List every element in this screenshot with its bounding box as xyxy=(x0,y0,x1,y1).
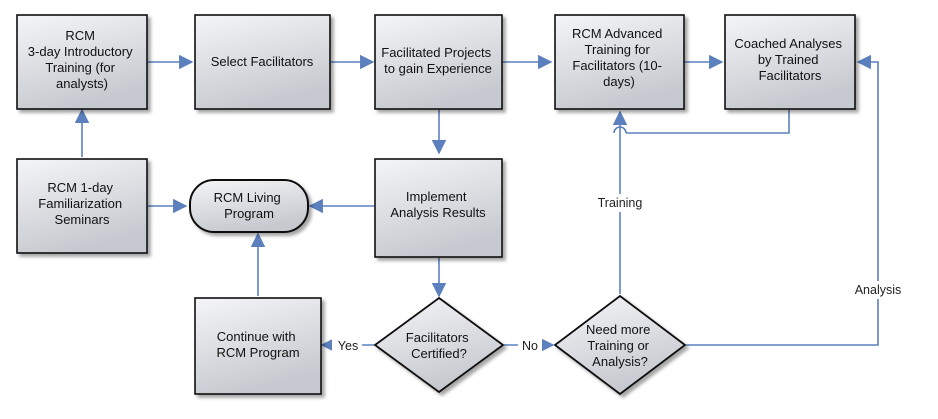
node-line: Facilitators xyxy=(759,68,822,83)
node-text: Facilitated Projects to gain Experience xyxy=(381,45,494,76)
node-continue-program: Continue with RCM Program xyxy=(194,297,322,395)
node-line: RCM Program xyxy=(216,345,299,360)
decision-facilitators-certified: Facilitators Certified? xyxy=(373,296,505,394)
node-line: Training or xyxy=(587,338,649,353)
node-line: RCM 1-day xyxy=(47,180,113,195)
node-line: Seminars xyxy=(55,212,110,227)
edge-label-yes: Yes xyxy=(338,339,358,353)
node-line: Analysis Results xyxy=(390,205,486,220)
node-line: Continue with xyxy=(217,329,296,344)
node-advanced-training: RCM Advanced Training for Facilitators (… xyxy=(554,14,685,110)
node-line: Coached Analyses xyxy=(734,36,842,51)
node-line: days) xyxy=(603,74,635,89)
node-line: Select Facilitators xyxy=(211,54,314,69)
node-text: RCM 1-day Familiarization Seminars xyxy=(38,180,125,227)
edge-label-training: Training xyxy=(598,196,643,210)
node-select-facilitators: Select Facilitators xyxy=(194,14,331,110)
node-text: Need more Training or Analysis? xyxy=(586,322,654,369)
node-line: Training (for xyxy=(45,60,115,75)
node-line: Implement xyxy=(406,189,467,204)
node-text: RCM Living Program xyxy=(214,190,285,221)
node-line: Familiarization xyxy=(38,196,122,211)
node-line: Facilitators (10- xyxy=(572,58,662,73)
edge-need-more-analysis xyxy=(686,54,879,346)
node-line: RCM Advanced xyxy=(572,26,662,41)
label-bg xyxy=(332,337,362,353)
label-bg xyxy=(590,194,650,212)
edge-label-analysis: Analysis xyxy=(855,283,902,297)
node-familiarization: RCM 1-day Familiarization Seminars xyxy=(16,158,148,254)
node-implement-results: Implement Analysis Results xyxy=(374,158,503,258)
node-line: Facilitators xyxy=(406,330,469,345)
node-line: analysts) xyxy=(56,76,108,91)
label-bg xyxy=(518,337,542,353)
node-text: Continue with RCM Program xyxy=(216,329,299,360)
node-line: by Trained xyxy=(758,52,819,67)
node-line: Analysis? xyxy=(592,354,648,369)
node-text: Coached Analyses by Trained Facilitators xyxy=(734,36,845,83)
node-line: RCM Living xyxy=(214,190,281,205)
node-facilitated-projects: Facilitated Projects to gain Experience xyxy=(374,14,503,110)
node-line: to gain Experience xyxy=(384,61,492,76)
node-coached-analyses: Coached Analyses by Trained Facilitators xyxy=(724,14,856,110)
node-line: RCM xyxy=(65,28,95,43)
node-intro-training: RCM 3-day Introductory Training (for ana… xyxy=(16,14,148,110)
node-line: Certified? xyxy=(411,346,467,361)
node-living-program: RCM Living Program xyxy=(189,179,309,233)
node-line: Need more xyxy=(586,322,650,337)
node-text: RCM Advanced Training for Facilitators (… xyxy=(572,26,666,89)
node-line: Training for xyxy=(585,42,651,57)
decision-need-more: Need more Training or Analysis? xyxy=(553,294,687,396)
node-text: Select Facilitators xyxy=(211,54,314,69)
label-bg xyxy=(850,281,906,299)
node-text: Facilitators Certified? xyxy=(406,330,472,361)
node-line: Program xyxy=(224,206,274,221)
edge-label-no: No xyxy=(522,339,538,353)
node-line: Facilitated Projects xyxy=(381,45,491,60)
node-line: 3-day Introductory xyxy=(28,44,133,59)
edge-coached-to-implement xyxy=(626,110,790,134)
node-text: RCM 3-day Introductory Training (for ana… xyxy=(28,28,136,91)
node-text: Implement Analysis Results xyxy=(390,189,486,220)
